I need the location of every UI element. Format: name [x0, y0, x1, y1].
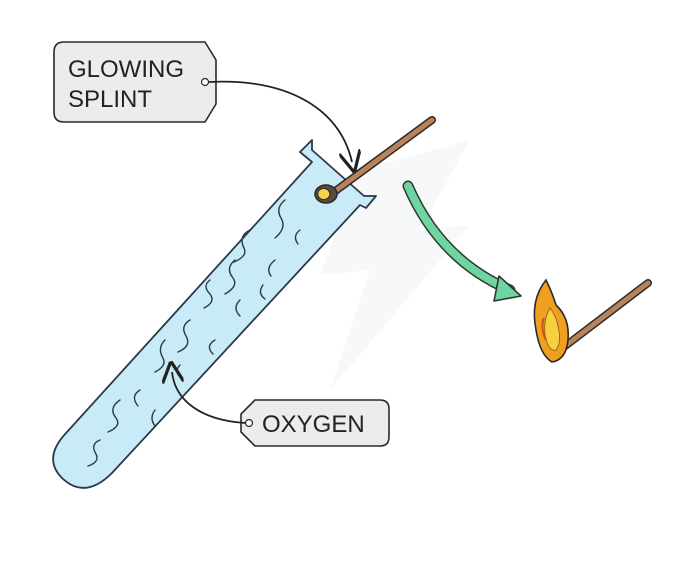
test-tube [52, 139, 377, 489]
oxygen-pointer [172, 372, 246, 424]
glowing-splint-label-line1: GLOWING [68, 56, 184, 83]
glowing-splint-pointer [208, 80, 352, 162]
glowing-splint-label: GLOWING SPLINT [53, 41, 217, 123]
tag-hole-icon [244, 418, 254, 428]
tag-hole-icon [200, 77, 210, 87]
oxygen-label-text: OXYGEN [262, 411, 365, 438]
curved-arrow-icon [402, 180, 522, 302]
oxygen-label: OXYGEN [240, 399, 390, 447]
glowing-splint-icon [314, 116, 436, 204]
burning-splint-icon [533, 278, 652, 363]
glowing-splint-label-line2: SPLINT [68, 86, 152, 113]
